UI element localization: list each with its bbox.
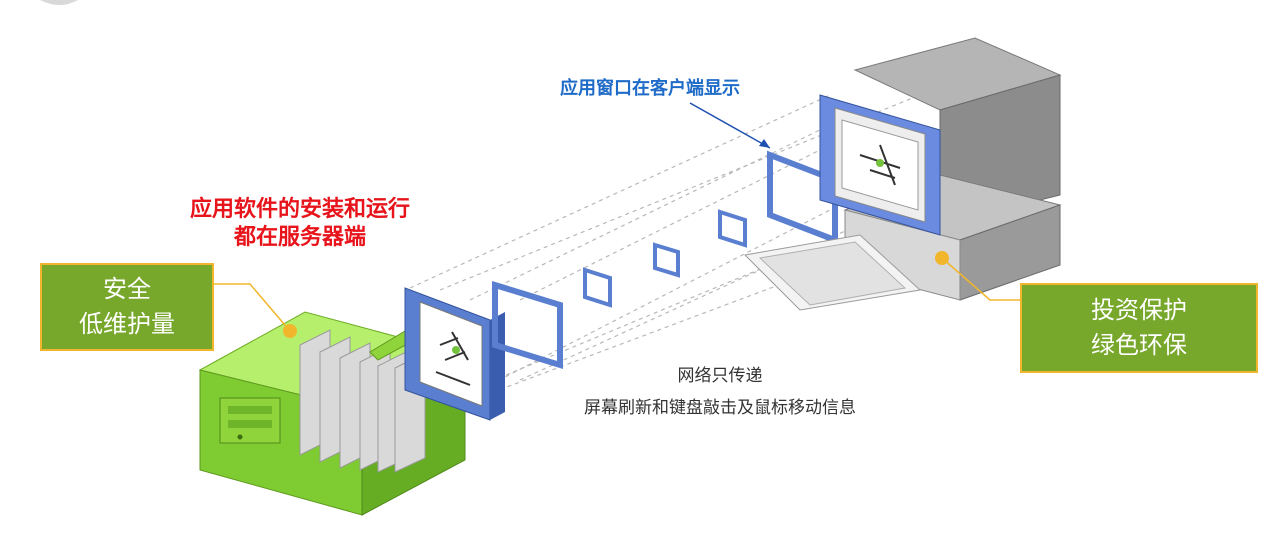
security-box-line2: 低维护量 bbox=[79, 310, 175, 338]
callout-dot-left bbox=[283, 324, 297, 338]
corner-decoration bbox=[40, 0, 78, 5]
client-pointer bbox=[689, 102, 771, 149]
server-caption: 应用软件的安装和运行 都在服务器端 bbox=[150, 196, 450, 251]
server-blades bbox=[299, 329, 426, 473]
server-caption-line1: 应用软件的安装和运行 bbox=[189, 197, 410, 222]
callout-lines bbox=[210, 257, 1020, 332]
network-caption: 网络只传递 屏幕刷新和键盘敲击及鼠标移动信息 bbox=[540, 360, 900, 425]
investment-box: 投资保护 绿色环保 bbox=[1020, 283, 1258, 373]
security-box: 安全 低维护量 bbox=[40, 263, 214, 351]
security-box-line1: 安全 bbox=[103, 275, 151, 304]
network-caption-line1: 网络只传递 bbox=[677, 366, 763, 386]
investment-box-line1: 投资保护 bbox=[1091, 296, 1187, 325]
server-caption-line2: 都在服务器端 bbox=[233, 224, 366, 250]
app-window-large bbox=[404, 287, 505, 421]
client-caption: 应用窗口在客户端显示 bbox=[560, 78, 740, 99]
network-caption-line2: 屏幕刷新和键盘敲击及鼠标移动信息 bbox=[584, 398, 856, 419]
callout-dot-right bbox=[935, 251, 949, 265]
client-computer bbox=[743, 37, 1062, 311]
investment-box-line2: 绿色环保 bbox=[1091, 331, 1187, 359]
